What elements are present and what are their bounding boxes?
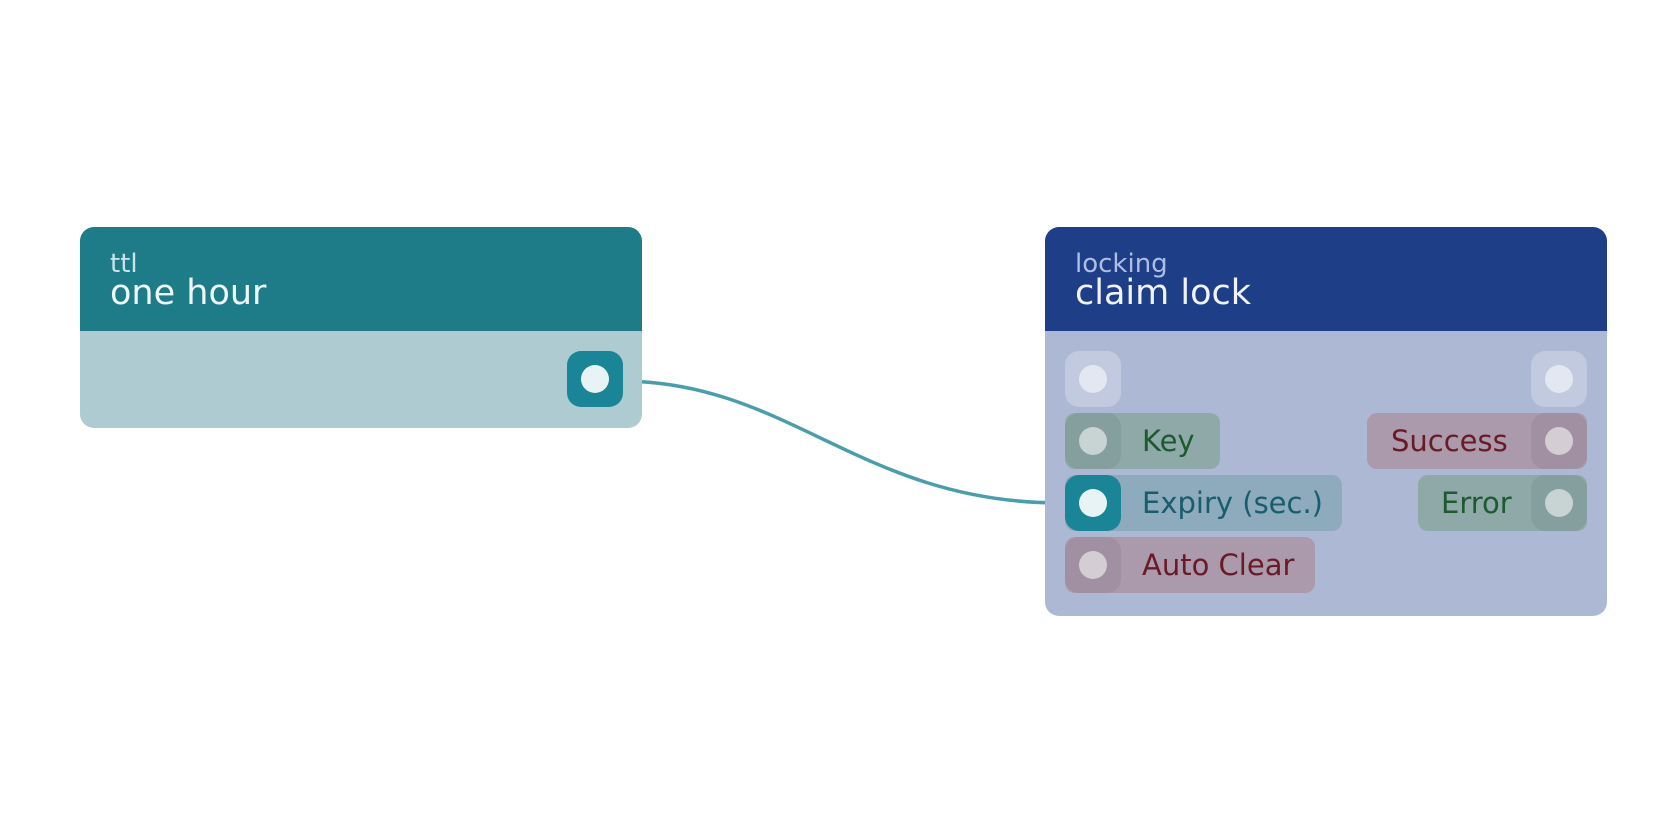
output-label-error: Error — [1441, 486, 1512, 520]
input-expiry[interactable]: Expiry (sec.) — [1065, 475, 1342, 531]
output-port[interactable] — [567, 351, 623, 407]
node-header[interactable]: ttl one hour — [80, 227, 642, 331]
port-dot-icon — [1545, 489, 1573, 517]
port-dot-icon — [1079, 365, 1107, 393]
exec-output-port[interactable] — [1531, 351, 1587, 407]
connection-wire[interactable] — [619, 379, 1062, 505]
input-label-expiry: Expiry (sec.) — [1142, 486, 1323, 520]
claim-lock-node[interactable]: locking claim lock Key Success — [1045, 227, 1607, 616]
input-auto-clear[interactable]: Auto Clear — [1065, 537, 1315, 593]
ttl-node[interactable]: ttl one hour — [80, 227, 642, 428]
output-label-success: Success — [1391, 424, 1508, 458]
node-category-label: ttl — [110, 249, 138, 279]
node-body: Key Success Expiry (sec.) Error — [1045, 331, 1607, 616]
input-key[interactable]: Key — [1065, 413, 1220, 469]
port-dot-icon — [581, 365, 609, 393]
output-success[interactable]: Success — [1367, 413, 1587, 469]
output-port-success[interactable] — [1531, 413, 1587, 469]
output-port-error[interactable] — [1531, 475, 1587, 531]
input-port-expiry[interactable] — [1065, 475, 1121, 531]
port-dot-icon — [1079, 489, 1107, 517]
input-port-auto-clear[interactable] — [1065, 537, 1121, 593]
port-dot-icon — [1545, 365, 1573, 393]
input-label-auto-clear: Auto Clear — [1142, 548, 1295, 582]
node-header[interactable]: locking claim lock — [1045, 227, 1607, 331]
port-dot-icon — [1079, 551, 1107, 579]
input-label-key: Key — [1142, 424, 1195, 458]
input-port-key[interactable] — [1065, 413, 1121, 469]
exec-input-port[interactable] — [1065, 351, 1121, 407]
output-error[interactable]: Error — [1418, 475, 1587, 531]
port-dot-icon — [1545, 427, 1573, 455]
node-body — [80, 331, 642, 428]
node-category-label: locking — [1075, 249, 1168, 279]
port-dot-icon — [1079, 427, 1107, 455]
node-title: claim lock — [1075, 273, 1252, 313]
node-title: one hour — [110, 273, 267, 313]
